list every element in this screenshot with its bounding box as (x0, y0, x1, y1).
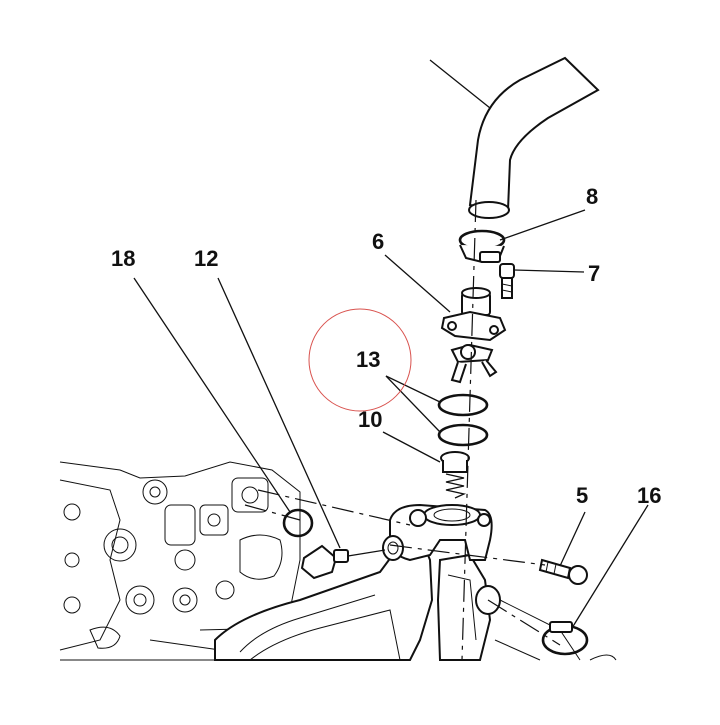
callout-13: 13 (356, 347, 381, 372)
thermostat (440, 451, 470, 499)
o-ring-18 (282, 508, 314, 538)
o-ring-upper (437, 393, 489, 417)
assembly-axis-clamp (487, 599, 561, 646)
assembly-axis-block (244, 504, 301, 521)
coolant-hose (429, 56, 600, 219)
clamp-16 (541, 621, 617, 661)
callout-5: 5 (576, 483, 589, 508)
temperature-sensor (300, 544, 386, 580)
callout-6: 6 (372, 229, 385, 254)
thermostat-cover (440, 287, 507, 384)
hose-clamp (458, 229, 506, 264)
callout-10: 10 (358, 407, 383, 432)
assembly-axis-bolt (389, 544, 546, 566)
o-ring-lower (437, 423, 489, 447)
frame-bracket (214, 533, 581, 661)
callout-8: 8 (586, 184, 599, 209)
bolt-7 (499, 263, 515, 299)
bolt-5 (538, 558, 588, 585)
assembly-axis-vertical (461, 199, 477, 661)
callout-7: 7 (588, 261, 601, 286)
assembly-axis-oring (257, 489, 411, 526)
leader-lines (133, 209, 649, 629)
callout-18: 18 (111, 246, 136, 271)
callout-12: 12 (194, 246, 219, 271)
engine-block (59, 461, 301, 661)
callout-16: 16 (637, 485, 662, 507)
highlight-circle (308, 308, 412, 412)
